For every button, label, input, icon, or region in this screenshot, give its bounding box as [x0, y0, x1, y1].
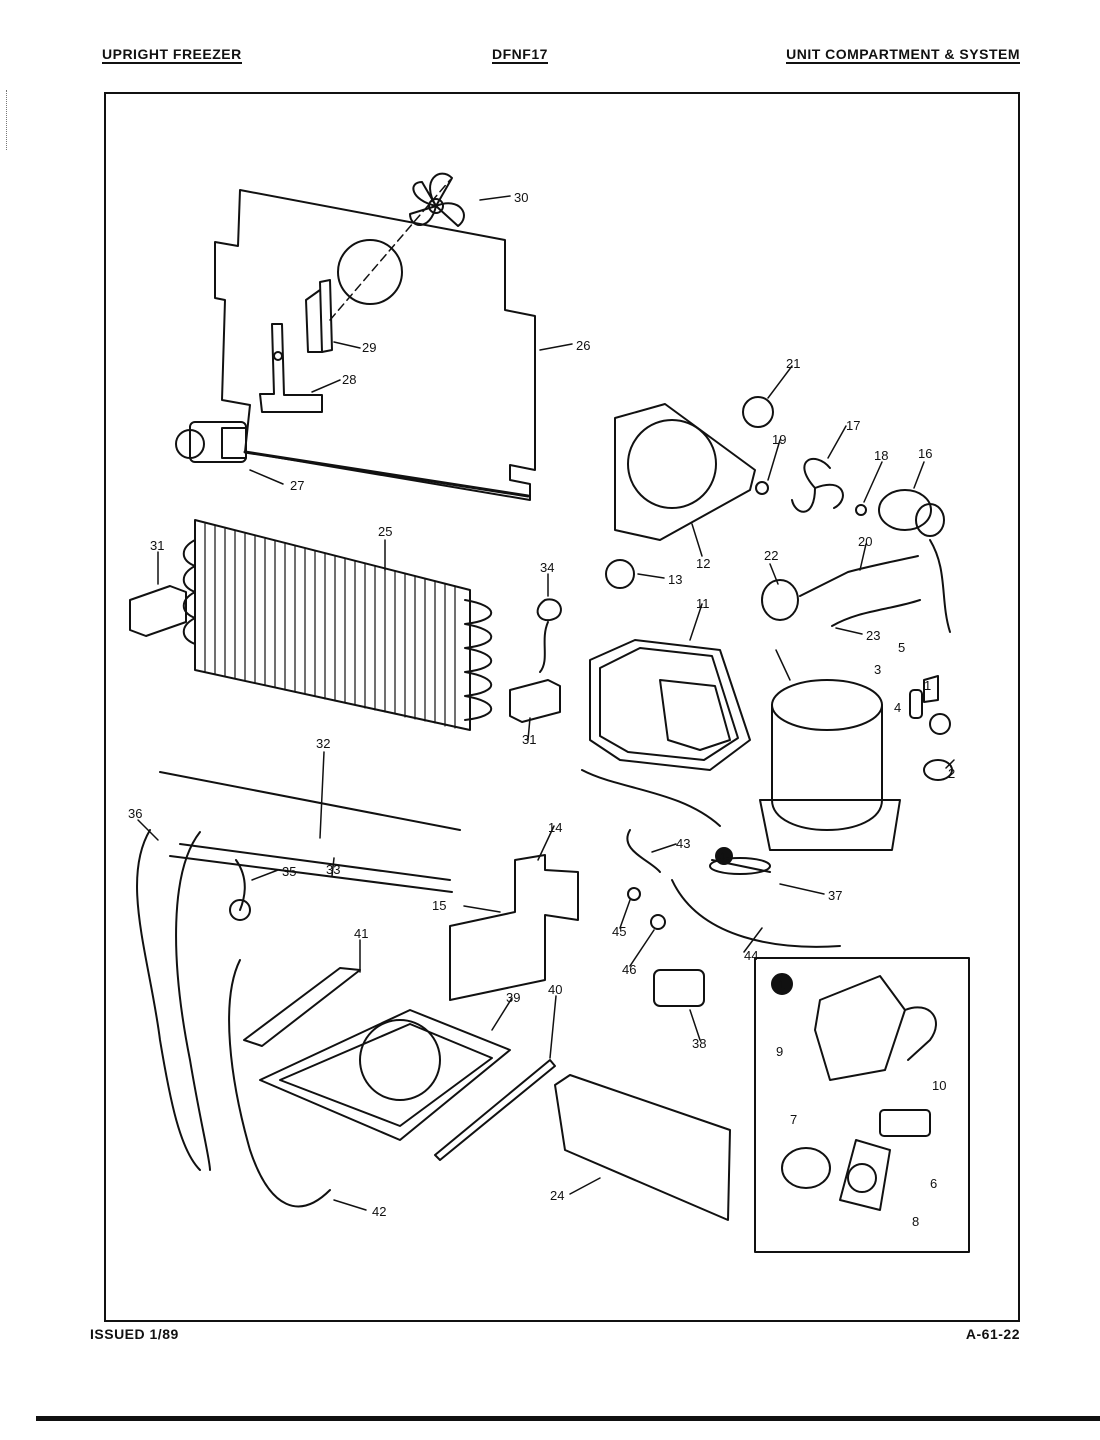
- callout-5: 5: [898, 640, 905, 655]
- callout-21: 21: [786, 356, 800, 371]
- callout-1: 1: [924, 678, 931, 693]
- callout-39: 39: [506, 990, 520, 1005]
- callout-46: 46: [622, 962, 636, 977]
- drain-pan: [243, 967, 511, 1141]
- callout-20: 20: [858, 534, 872, 549]
- callout-29: 29: [362, 340, 376, 355]
- callout-24: 24: [550, 1188, 564, 1203]
- callout-15: 15: [432, 898, 446, 913]
- callout-37: 37: [828, 888, 842, 903]
- callout-7: 7: [790, 1112, 797, 1127]
- condenser-fan-blade: [409, 172, 465, 227]
- callout-22: 22: [764, 548, 778, 563]
- callout-42: 42: [372, 1204, 386, 1219]
- inset-marker: 1: [778, 977, 785, 992]
- defrost-timer: [653, 969, 705, 1007]
- fan-motor: [175, 421, 247, 463]
- callout-9: 9: [776, 1044, 783, 1059]
- callout-16: 16: [918, 446, 932, 461]
- callout-44: 44: [744, 948, 758, 963]
- callout-33: 33: [326, 862, 340, 877]
- diagram-frame: [104, 92, 1020, 1322]
- callout-26: 26: [576, 338, 590, 353]
- power-cord: [228, 959, 331, 1208]
- callout-32: 32: [316, 736, 330, 751]
- callout-45: 45: [612, 924, 626, 939]
- callout-25: 25: [378, 524, 392, 539]
- callout-4: 4: [894, 700, 901, 715]
- fan-brackets: [259, 279, 333, 413]
- callout-18: 18: [874, 448, 888, 463]
- condenser-coil: [182, 519, 493, 731]
- callout-23: 23: [866, 628, 880, 643]
- callout-31b: 31: [522, 732, 536, 747]
- compressor-mounts: [909, 675, 953, 781]
- inset-ref-marker: 1: [720, 849, 727, 864]
- motor-wiring: [761, 555, 921, 627]
- back-panel: [214, 179, 536, 501]
- bottom-rule: [36, 1416, 1100, 1421]
- drier-blocks: [129, 585, 561, 723]
- compartment-fan-motor: [755, 458, 951, 633]
- header-section: UNIT COMPARTMENT & SYSTEM: [786, 46, 1020, 64]
- callout-12: 12: [696, 556, 710, 571]
- callout-27: 27: [290, 478, 304, 493]
- fan-shroud: [605, 396, 774, 589]
- callout-19: 19: [772, 432, 786, 447]
- callout-8: 8: [912, 1214, 919, 1229]
- footer-page-code: A-61-22: [965, 1326, 1020, 1342]
- drain-hoses: [136, 829, 251, 1171]
- callout-3: 3: [874, 662, 881, 677]
- callout-11: 11: [696, 596, 710, 611]
- callout-38: 38: [692, 1036, 706, 1051]
- callout-leaders: [137, 195, 955, 1211]
- callout-43: 43: [676, 836, 690, 851]
- scan-margin: [6, 90, 8, 150]
- callout-14: 14: [548, 820, 562, 835]
- header-model: DFNF17: [492, 46, 548, 64]
- footer-issued: ISSUED 1/89: [90, 1326, 179, 1342]
- rear-plate: [554, 1074, 731, 1221]
- header-product: UPRIGHT FREEZER: [102, 46, 242, 64]
- callout-28: 28: [342, 372, 356, 387]
- callout-6: 6: [930, 1176, 937, 1191]
- callout-10: 10: [932, 1078, 946, 1093]
- access-cover: [449, 854, 579, 1001]
- callout-40: 40: [548, 982, 562, 997]
- relay-inset: [754, 957, 970, 1253]
- callout-17: 17: [846, 418, 860, 433]
- callout-35: 35: [282, 864, 296, 879]
- refrigerant-tubing: [626, 829, 841, 948]
- callout-numbers: 1 2 3 4 5 6 7 8 9 10 11 12 13 14 15 16 1…: [128, 190, 955, 1229]
- evaporator-loop: [581, 639, 751, 827]
- tube-clip: [536, 598, 562, 673]
- pan-bracket: [434, 1059, 556, 1161]
- callout-36: 36: [128, 806, 142, 821]
- callout-30: 30: [514, 190, 528, 205]
- compressor: [715, 679, 901, 865]
- callout-31a: 31: [150, 538, 164, 553]
- callout-2: 2: [948, 766, 955, 781]
- callout-13: 13: [668, 572, 682, 587]
- callout-41: 41: [354, 926, 368, 941]
- drain-heaters: [159, 771, 461, 893]
- callout-34: 34: [540, 560, 554, 575]
